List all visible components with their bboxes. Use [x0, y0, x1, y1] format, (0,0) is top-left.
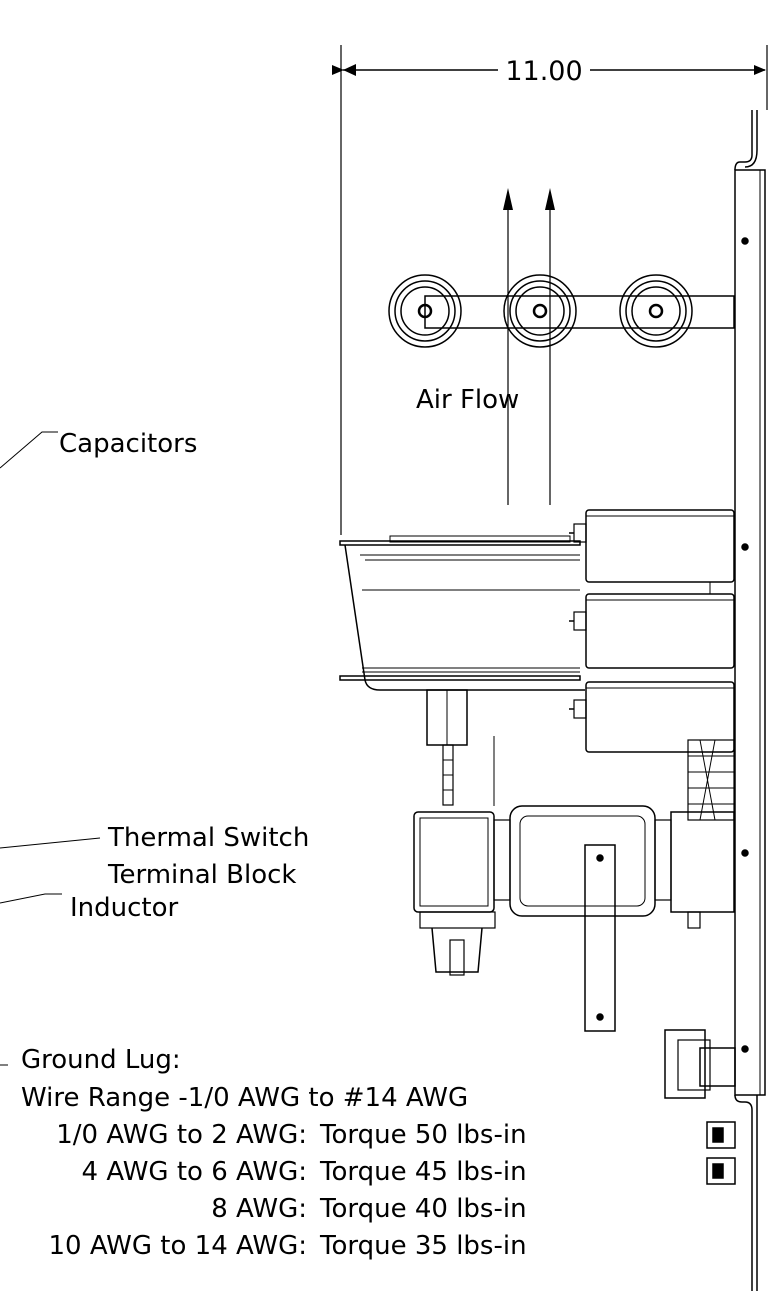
terminal-block — [687, 739, 735, 821]
capacitor-assembly — [339, 509, 735, 753]
torque-value-2: Torque 45 lbs-in — [319, 1157, 527, 1187]
torque-value-1: Torque 50 lbs-in — [319, 1120, 527, 1150]
inductor-assembly — [413, 689, 735, 976]
air-flow-label: Air Flow — [416, 385, 519, 415]
dimension-11 — [332, 45, 768, 535]
inductor-label: Inductor — [70, 893, 179, 923]
torque-gauge-1: 1/0 AWG to 2 AWG: — [56, 1120, 307, 1150]
labels: 11.00 Air Flow Capacitors Thermal Switch… — [21, 56, 590, 1261]
wire-range: Wire Range -1/0 AWG to #14 AWG — [21, 1083, 468, 1113]
capacitors-label: Capacitors — [59, 429, 197, 459]
dimension-label: 11.00 — [505, 56, 582, 87]
torque-gauge-4: 10 AWG to 14 AWG: — [48, 1231, 307, 1261]
torque-gauge-2: 4 AWG to 6 AWG: — [82, 1157, 307, 1187]
ground-lug-title: Ground Lug: — [21, 1045, 181, 1075]
bus-bar-assembly — [388, 274, 735, 348]
torque-value-4: Torque 35 lbs-in — [319, 1231, 527, 1261]
ground-lug-bar — [584, 844, 616, 1032]
terminal-block-label: Terminal Block — [107, 860, 296, 890]
lower-components — [664, 1029, 736, 1185]
thermal-switch-label: Thermal Switch — [107, 823, 309, 853]
torque-gauge-3: 8 AWG: — [211, 1194, 307, 1224]
leader-lines — [0, 431, 101, 1066]
mounting-panel — [734, 110, 766, 1291]
torque-value-3: Torque 40 lbs-in — [319, 1194, 527, 1224]
air-flow-arrows — [503, 188, 555, 505]
